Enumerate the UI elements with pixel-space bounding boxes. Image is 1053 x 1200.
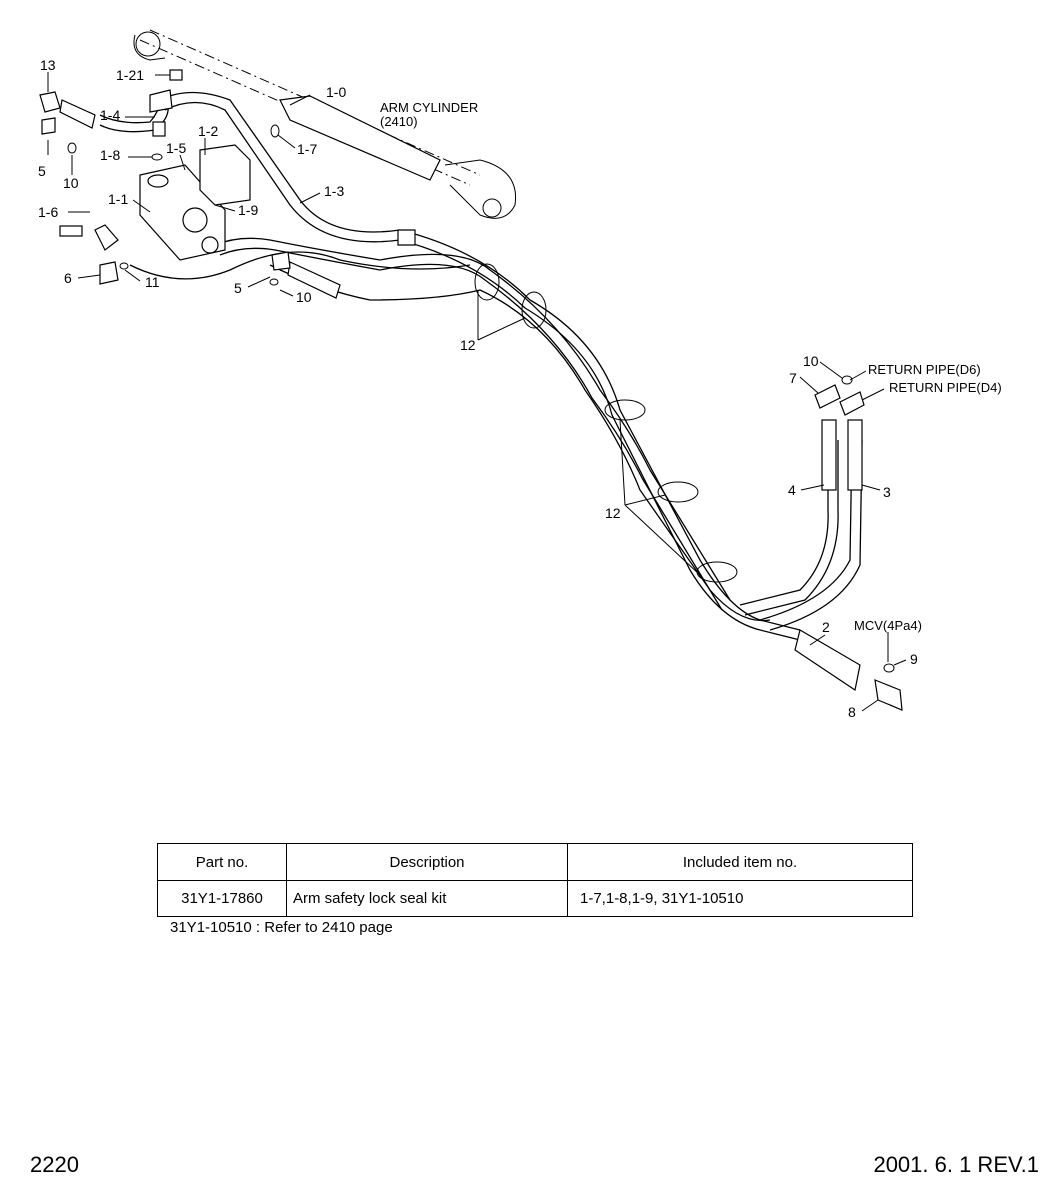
arm-cylinder: [133, 29, 517, 219]
header-part-no: Part no.: [157, 843, 287, 881]
revision-date: 2001. 6. 1 REV.1: [873, 1152, 1039, 1177]
callout-1-3: 1-3: [324, 183, 344, 199]
arm-cylinder-number: (2410): [380, 114, 418, 129]
header-description: Description: [286, 843, 568, 881]
return-pipe-d4-label: RETURN PIPE(D4): [889, 380, 1002, 395]
table-row: 31Y1-17860 Arm safety lock seal kit 1-7,…: [157, 880, 913, 917]
safety-valve-block: [139, 144, 251, 261]
parts-table: Part no. Description Included item no. 3…: [157, 843, 913, 917]
mcv-label: MCV(4Pa4): [854, 618, 922, 633]
cell-included: 1-7,1-8,1-9, 31Y1-10510: [567, 880, 913, 917]
callout-10: 10: [63, 175, 79, 191]
callout-1-7: 1-7: [297, 141, 317, 157]
callout-labels: 13 1-21 1-0 ARM CYLINDER (2410) 1-4 5 10…: [38, 57, 1002, 720]
return-pipe-d6-label: RETURN PIPE(D6): [868, 362, 981, 377]
callout-8: 8: [848, 704, 856, 720]
cell-part-no: 31Y1-17860: [157, 880, 287, 917]
callout-1-8: 1-8: [100, 147, 120, 163]
cell-description: Arm safety lock seal kit: [286, 880, 568, 917]
callout-11: 11: [145, 274, 160, 290]
callout-12a: 12: [460, 337, 476, 353]
hydraulic-diagram: 13 1-21 1-0 ARM CYLINDER (2410) 1-4 5 10…: [38, 29, 1002, 720]
callout-5: 5: [38, 163, 46, 179]
callout-1-9: 1-9: [238, 202, 258, 218]
callout-1-0: 1-0: [326, 84, 346, 100]
callout-10c: 10: [803, 353, 819, 369]
callout-2: 2: [822, 619, 830, 635]
callout-6: 6: [64, 270, 72, 286]
arm-cylinder-label: ARM CYLINDER: [380, 100, 478, 115]
callout-13: 13: [40, 57, 56, 73]
header-included: Included item no.: [567, 843, 913, 881]
callout-1-21: 1-21: [116, 67, 144, 83]
callout-9: 9: [910, 651, 918, 667]
callout-3: 3: [883, 484, 891, 500]
fittings: [39, 69, 903, 711]
callout-4: 4: [788, 482, 796, 498]
callout-1-1: 1-1: [108, 191, 128, 207]
callout-5b: 5: [234, 280, 242, 296]
leader-lines: [47, 72, 907, 712]
callout-10b: 10: [296, 289, 312, 305]
parts-table-header: Part no. Description Included item no.: [157, 843, 913, 881]
callout-7: 7: [789, 370, 797, 386]
callout-12b: 12: [605, 505, 621, 521]
callout-1-6: 1-6: [38, 204, 58, 220]
callout-1-2: 1-2: [198, 123, 218, 139]
page-number: 2220: [30, 1152, 79, 1177]
callout-1-4: 1-4: [100, 107, 120, 123]
callout-1-5: 1-5: [166, 140, 186, 156]
hose-bundle: [99, 91, 863, 641]
reference-note: 31Y1-10510 : Refer to 2410 page: [170, 919, 393, 936]
